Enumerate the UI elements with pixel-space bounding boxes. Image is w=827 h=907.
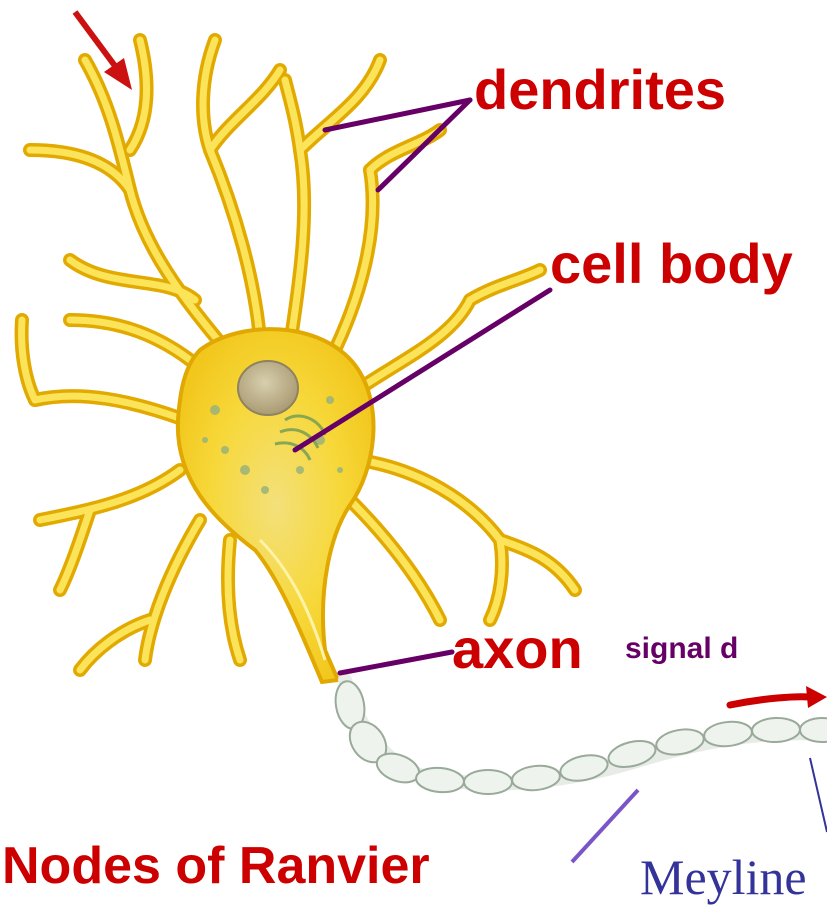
label-axon: axon — [452, 621, 583, 677]
label-dendrites: dendrites — [474, 62, 726, 118]
cell-body-shape — [178, 329, 374, 682]
myelin-pointer — [810, 758, 827, 832]
signal-direction-arrow — [730, 686, 827, 708]
label-myelin: Meyline — [640, 852, 807, 902]
nucleus-shape — [238, 361, 298, 415]
axon-pointer — [340, 652, 452, 673]
label-cell-body: cell body — [550, 236, 793, 292]
input-signal-arrow — [75, 12, 132, 90]
label-signal-direction: signal d — [625, 634, 738, 664]
axon-shape — [332, 679, 827, 794]
label-nodes-of-ranvier: Nodes of Ranvier — [2, 840, 430, 892]
nodes-pointer — [572, 790, 638, 862]
dendrites-pointer-2 — [378, 100, 470, 190]
